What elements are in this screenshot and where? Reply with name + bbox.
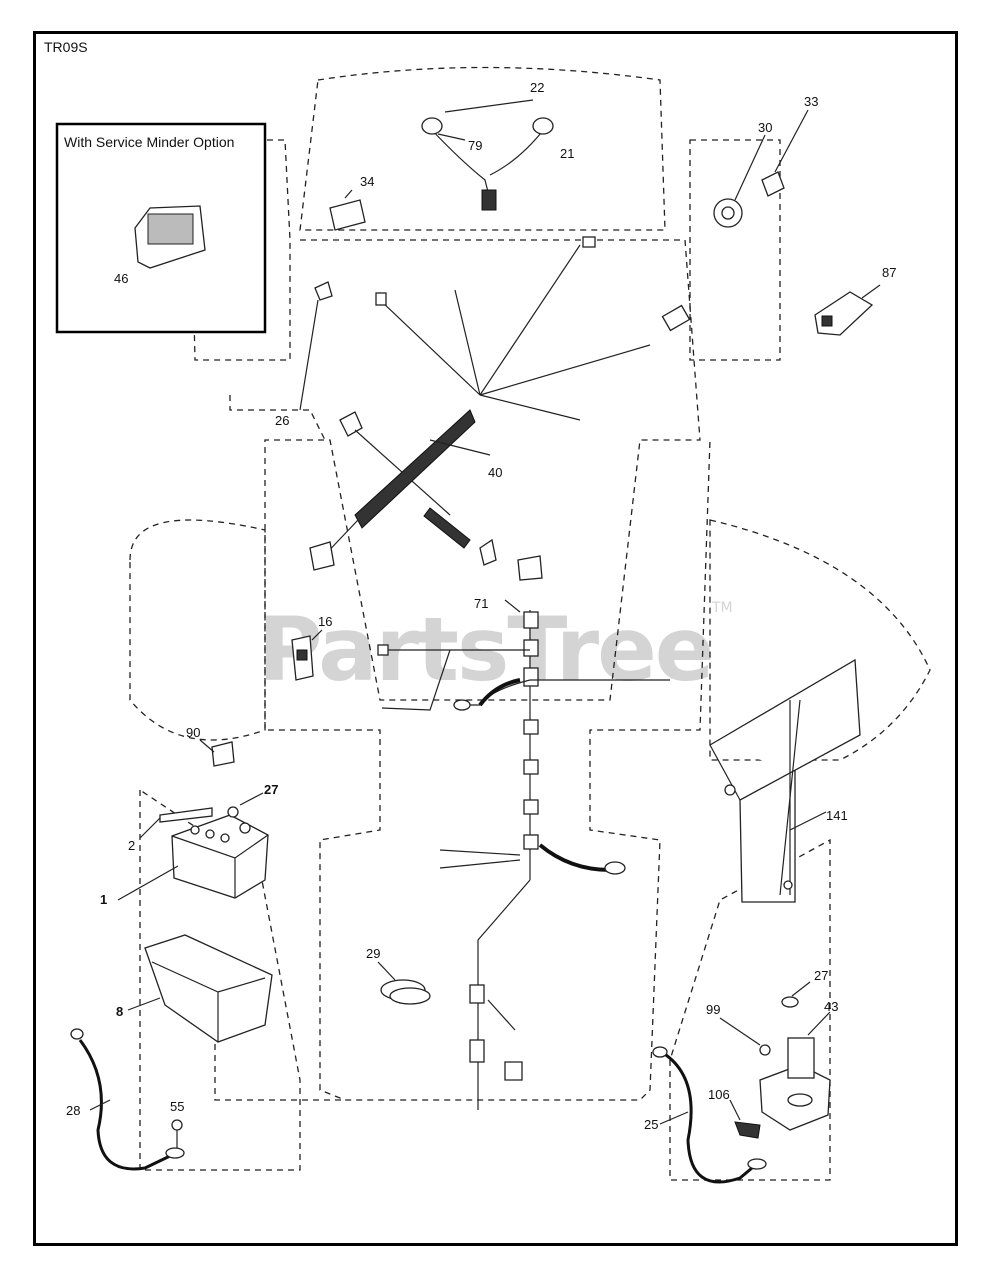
tractor-outline xyxy=(129,66,931,1181)
switch-16 xyxy=(291,629,323,681)
connector-106 xyxy=(729,1099,761,1139)
headlight-harness xyxy=(421,99,554,211)
label-28: 28 xyxy=(66,1103,80,1118)
lower-harness xyxy=(439,843,626,1110)
relay-87 xyxy=(814,284,881,336)
bracket-141 xyxy=(709,658,861,903)
label-106: 106 xyxy=(708,1087,730,1102)
label-25: 25 xyxy=(644,1117,658,1132)
label-79: 79 xyxy=(468,138,482,153)
service-minder-part xyxy=(134,205,206,269)
label-29: 29 xyxy=(366,946,380,961)
watermark-trademark: TM xyxy=(711,600,733,616)
bolt-2 xyxy=(139,807,213,839)
main-harness-40 xyxy=(309,236,691,581)
label-43: 43 xyxy=(824,999,838,1014)
label-16: 16 xyxy=(318,614,332,629)
label-90: 90 xyxy=(186,725,200,740)
label-21: 21 xyxy=(560,146,574,161)
connector-26 xyxy=(299,281,333,411)
label-2: 2 xyxy=(128,838,135,853)
label-141: 141 xyxy=(826,808,848,823)
label-1: 1 xyxy=(100,892,107,907)
nut-27-solenoid xyxy=(781,981,811,1008)
label-71: 71 xyxy=(474,596,488,611)
label-33: 33 xyxy=(804,94,818,109)
label-55: 55 xyxy=(170,1099,184,1114)
battery-tray-8 xyxy=(127,934,273,1043)
label-34: 34 xyxy=(360,174,374,189)
cable-25 xyxy=(652,1046,767,1184)
battery-1 xyxy=(117,814,269,901)
fuse-90 xyxy=(199,739,235,767)
label-8: 8 xyxy=(116,1004,123,1019)
cable-28 xyxy=(70,1028,185,1171)
label-26: 26 xyxy=(275,413,289,428)
solenoid-43 xyxy=(759,1011,831,1131)
harness-71 xyxy=(377,599,670,880)
label-22: 22 xyxy=(530,80,544,95)
clip-29 xyxy=(377,961,431,1005)
nut-27-battery xyxy=(227,792,264,818)
screw-99 xyxy=(719,1017,771,1056)
bolt-55 xyxy=(171,1119,183,1148)
diagram-code: TR09S xyxy=(44,39,88,55)
key-33 xyxy=(761,109,809,197)
label-30: 30 xyxy=(758,120,772,135)
inset-part-label: 46 xyxy=(114,271,128,286)
inset-title: With Service Minder Option xyxy=(64,134,234,150)
label-87: 87 xyxy=(882,265,896,280)
ignition-switch-30 xyxy=(713,134,766,228)
service-minder-inset: With Service Minder Option 46 xyxy=(55,122,267,334)
switch-34 xyxy=(329,189,366,231)
label-27-battery: 27 xyxy=(264,782,278,797)
label-27-solenoid: 27 xyxy=(814,968,828,983)
label-99: 99 xyxy=(706,1002,720,1017)
label-40: 40 xyxy=(488,465,502,480)
